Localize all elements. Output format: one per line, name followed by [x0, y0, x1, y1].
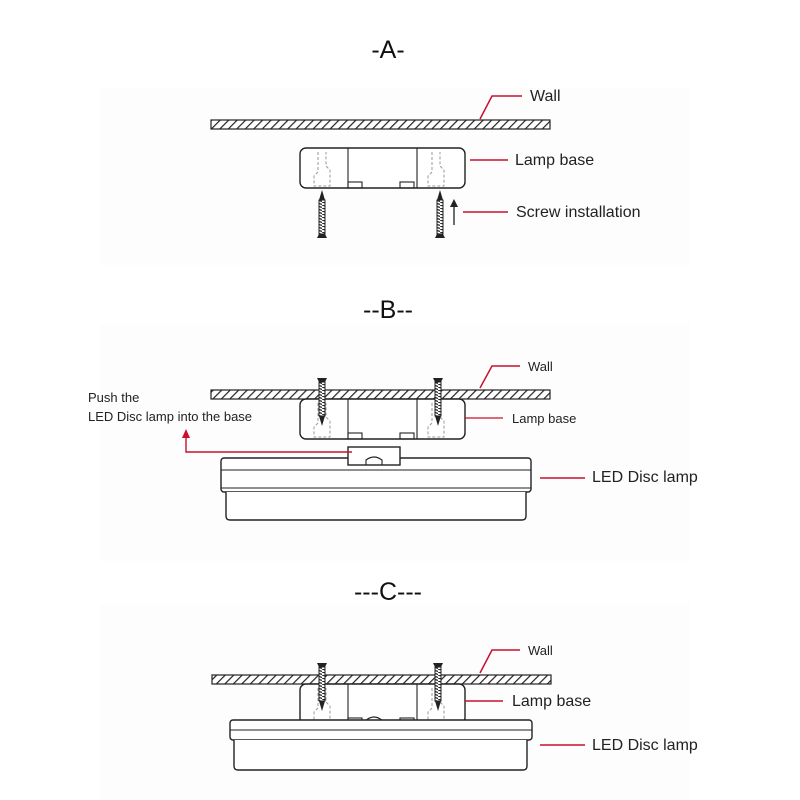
wall-leader-line — [479, 365, 520, 389]
wall-leader-line — [479, 95, 522, 120]
lamp-base-label: Lamp base — [512, 411, 576, 426]
step-b-title: --B-- — [363, 296, 413, 324]
push-arrow — [182, 429, 352, 453]
push-instruction-line1: Push the — [88, 390, 139, 405]
screw-installation-label: Screw installation — [516, 204, 641, 221]
step-b: --B-- Wall Lamp base LED Disc lamp Push … — [88, 296, 698, 521]
panel-step-b — [100, 323, 690, 561]
lamp-base-label: Lamp base — [512, 693, 591, 710]
screw — [316, 189, 328, 239]
wall-label: Wall — [528, 359, 553, 374]
step-a: -A- Wall Lamp base Screw installation — [210, 36, 641, 239]
wall — [210, 119, 551, 130]
step-a-title: -A- — [371, 36, 404, 64]
wall-leader-line — [479, 649, 520, 674]
led-disc-lamp-label: LED Disc lamp — [592, 737, 698, 754]
led-disc-lamp — [229, 716, 533, 771]
screw — [434, 189, 446, 239]
step-c: ---C--- Wall Lamp base LED Disc lamp — [211, 578, 698, 771]
wall-label: Wall — [528, 643, 553, 658]
wall-label: Wall — [530, 88, 561, 105]
wall — [211, 674, 552, 685]
lamp-base — [299, 147, 466, 189]
push-instruction-line2: LED Disc lamp into the base — [88, 409, 252, 424]
led-disc-lamp-label: LED Disc lamp — [592, 469, 698, 486]
step-c-title: ---C--- — [354, 578, 422, 606]
wall — [210, 389, 551, 400]
lamp-base-label: Lamp base — [515, 152, 594, 169]
arrow-up-icon — [450, 199, 458, 225]
led-disc-lamp — [220, 446, 532, 521]
